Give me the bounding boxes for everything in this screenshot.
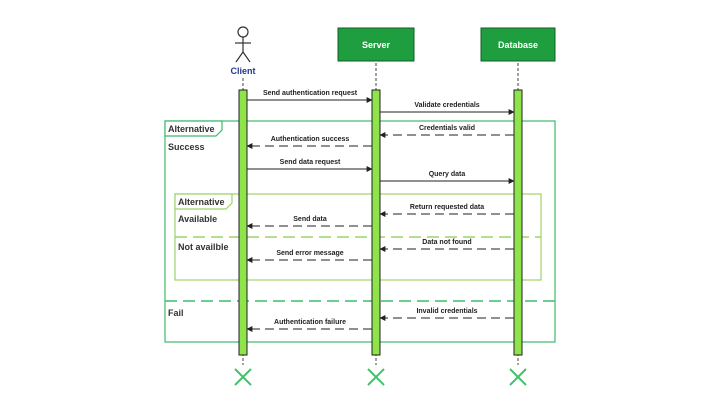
msg-send-auth-request-label: Send authentication request	[263, 90, 358, 97]
msg-send-data-request-label: Send data request	[280, 159, 341, 166]
msg-query-data-label: Query data	[429, 171, 466, 178]
server-activation	[371, 89, 381, 356]
msg-data-not-found-label: Data not found	[422, 239, 471, 246]
guard-success: Success	[168, 142, 205, 152]
guard-fail: Fail	[168, 308, 184, 318]
server-terminator-icon	[367, 368, 385, 386]
client-label: Client	[230, 66, 255, 76]
inner-alt-title: Alternative	[178, 197, 225, 207]
client-activation	[238, 89, 248, 356]
msg-return-requested-data-label: Return requested data	[410, 204, 484, 211]
msg-credentials-valid-label: Credentials valid	[419, 125, 475, 132]
outer-alt-tab	[164, 120, 223, 137]
msg-auth-success-label: Authentication success	[271, 136, 350, 143]
outer-alt-frame	[164, 120, 556, 343]
server-label: Server	[362, 40, 391, 50]
database-label: Database	[498, 40, 538, 50]
msg-invalid-credentials-label: Invalid credentials	[416, 308, 477, 315]
database-activation	[513, 89, 523, 356]
outer-alt-title: Alternative	[168, 124, 215, 134]
client-actor-icon	[235, 26, 251, 63]
database-terminator-icon	[509, 368, 527, 386]
client-terminator-icon	[234, 368, 252, 386]
database-header	[480, 27, 556, 62]
msg-validate-credentials-label: Validate credentials	[414, 102, 479, 109]
msg-auth-failure-label: Authentication failure	[274, 319, 346, 326]
server-header	[337, 27, 415, 62]
guard-available: Available	[178, 214, 217, 224]
msg-send-error-message-label: Send error message	[276, 250, 343, 257]
inner-alt-tab	[174, 193, 233, 210]
guard-not-available: Not availble	[178, 242, 229, 252]
msg-send-data-label: Send data	[293, 216, 327, 223]
